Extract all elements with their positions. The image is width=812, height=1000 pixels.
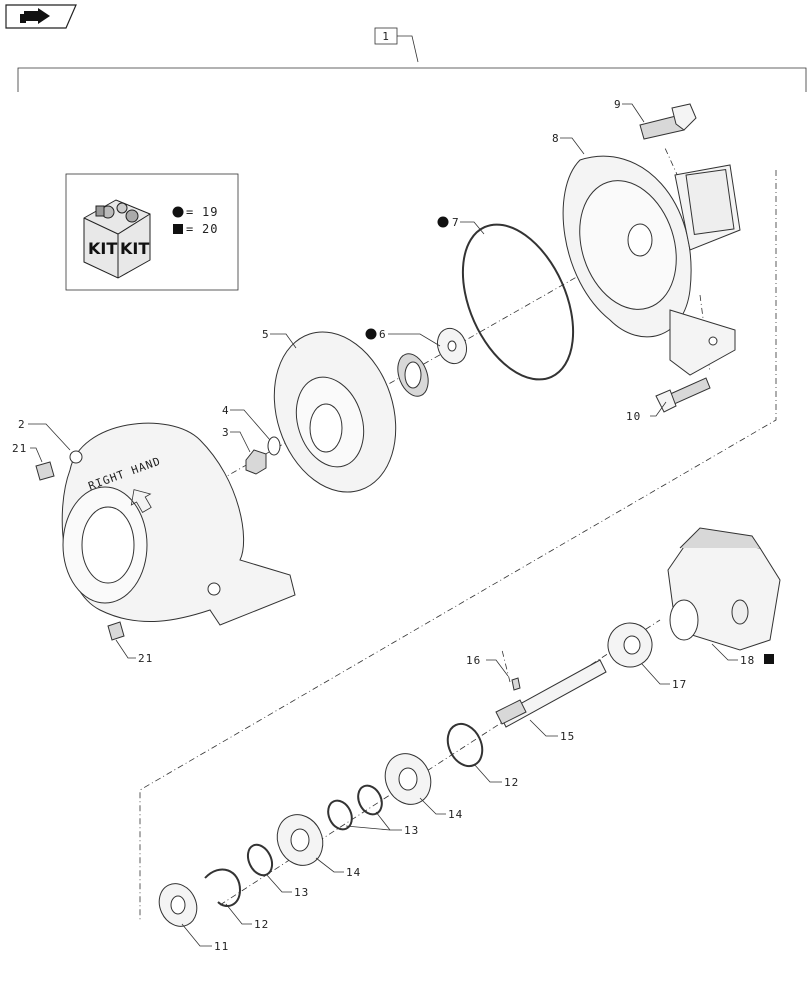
legend-circle-item: 19	[202, 205, 218, 219]
legend-equals-circle: =	[186, 205, 194, 219]
callout-label-9: 9	[614, 98, 622, 111]
circle-symbol-icon	[365, 328, 377, 340]
callout-16: 16	[466, 654, 509, 677]
callout-5: 5	[262, 328, 297, 349]
bearing-part-14-upper	[384, 753, 432, 805]
callout-label-11: 11	[214, 940, 229, 953]
callout-label-6: 6	[379, 328, 387, 341]
callout-label-15: 15	[560, 730, 575, 743]
seal-part-6	[397, 327, 468, 397]
legend-equals-square: =	[186, 222, 194, 236]
hydraulic-motor-part-18	[667, 527, 781, 651]
bolt-part-10	[655, 377, 711, 413]
callout-label-18: 18	[740, 654, 755, 667]
callout-15: 15	[529, 719, 575, 743]
circle-symbol-icon	[437, 216, 449, 228]
callout-label-2: 2	[18, 418, 26, 431]
assembly-bracket: 1	[17, 27, 807, 92]
callout-label-8: 8	[552, 132, 560, 145]
callout-label-3: 3	[222, 426, 230, 439]
snap-ring-part-13-b	[327, 799, 353, 831]
callout-label-4: 4	[222, 404, 230, 417]
bearing-housing-part-8	[562, 155, 741, 376]
callout-12-upper: 12	[473, 763, 519, 789]
square-symbol-icon	[764, 654, 774, 664]
callout-10: 10	[626, 401, 667, 423]
callout-label-12-lower: 12	[254, 918, 269, 931]
retaining-ring-part-12-upper	[446, 722, 484, 768]
callout-label-14-upper: 14	[448, 808, 463, 821]
kit-label-right: KIT	[120, 239, 149, 258]
bolt-part-9	[639, 103, 697, 140]
callout-11: 11	[181, 923, 229, 953]
callout-9: 9	[614, 98, 645, 123]
spacer-part-17	[607, 622, 653, 668]
callout-8: 8	[552, 132, 585, 155]
callout-17: 17	[641, 663, 687, 691]
callout-label-10: 10	[626, 410, 641, 423]
callout-label-16: 16	[466, 654, 481, 667]
nut-part-3	[245, 449, 267, 475]
retaining-ring-part-12-lower	[204, 868, 242, 907]
washer-part-11	[158, 883, 198, 927]
snap-ring-part-13-a	[357, 784, 383, 816]
arrow-right-icon	[20, 8, 50, 24]
assembly-callout-label: 1	[382, 30, 390, 43]
callout-label-12-upper: 12	[504, 776, 519, 789]
impeller-part-5	[273, 331, 397, 493]
circle-symbol-icon	[172, 206, 184, 218]
callout-13-lower: 13	[265, 873, 309, 899]
o-ring-part-7	[461, 223, 575, 381]
callout-label-14-lower: 14	[346, 866, 361, 879]
callout-21-top: 21	[12, 442, 43, 463]
callout-13-upper: 13	[345, 811, 419, 837]
kit-box-icon: KIT KIT	[83, 199, 151, 279]
callout-label-7: 7	[452, 216, 460, 229]
plug-part-21-bottom	[107, 621, 125, 641]
callout-label-21-bottom: 21	[138, 652, 153, 665]
bearing-part-14-lower	[276, 814, 324, 866]
plug-part-21-top	[35, 461, 55, 481]
callout-6: 6	[365, 328, 441, 347]
key-part-16	[511, 677, 521, 691]
snap-ring-part-13-c	[246, 843, 274, 877]
callout-label-5: 5	[262, 328, 270, 341]
callout-18: 18	[711, 643, 774, 667]
callout-label-21-top: 21	[12, 442, 27, 455]
washer-part-4	[267, 436, 281, 456]
legend-square-item: 20	[202, 222, 218, 236]
shaft-part-15	[495, 659, 607, 728]
callout-12-lower: 12	[225, 903, 269, 931]
square-symbol-icon	[173, 224, 183, 234]
callout-label-13-upper: 13	[404, 824, 419, 837]
callout-14-lower: 14	[315, 857, 361, 879]
callout-21-bottom: 21	[115, 639, 153, 665]
callout-2: 2	[18, 418, 71, 451]
callout-label-13-lower: 13	[294, 886, 309, 899]
nav-forward-button[interactable]	[5, 4, 77, 29]
callout-label-17: 17	[672, 678, 687, 691]
callout-3: 3	[222, 426, 251, 453]
pump-casing-part-2: RIGHT HAND	[61, 422, 296, 626]
kit-legend: KIT KIT = 19 = 20	[65, 173, 239, 291]
kit-label-left: KIT	[88, 239, 117, 258]
callout-14-upper: 14	[419, 797, 463, 821]
callout-4: 4	[222, 404, 271, 441]
callout-7: 7	[437, 216, 485, 235]
